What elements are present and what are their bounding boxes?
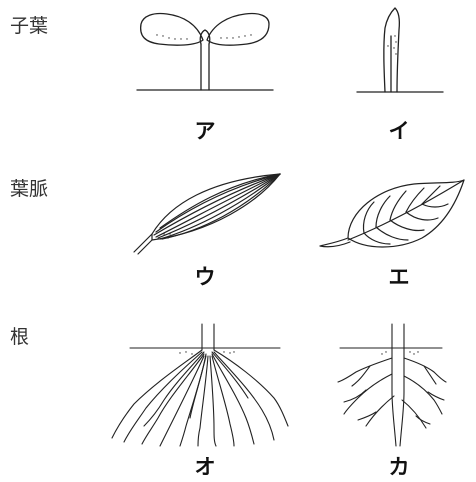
net-vein-leaf-figure: [318, 176, 468, 256]
dicot-seedling-figure: [135, 8, 275, 98]
figure-label-ka: カ: [379, 457, 419, 478]
row-label-cotyledon: 子葉: [10, 17, 48, 36]
fibrous-roots-figure: [106, 322, 294, 448]
monocot-seedling-figure: [355, 6, 445, 98]
parallel-vein-leaf-figure: [130, 168, 290, 256]
figure-label-o: オ: [185, 457, 225, 478]
row-label-leaf-veins: 葉脈: [10, 180, 48, 199]
taproot-figure: [330, 322, 450, 448]
figure-label-u: ウ: [185, 267, 225, 288]
figure-label-a: ア: [185, 121, 225, 142]
row-label-roots: 根: [10, 328, 29, 347]
figure-label-i: イ: [379, 121, 419, 142]
figure-label-e: エ: [379, 267, 419, 288]
